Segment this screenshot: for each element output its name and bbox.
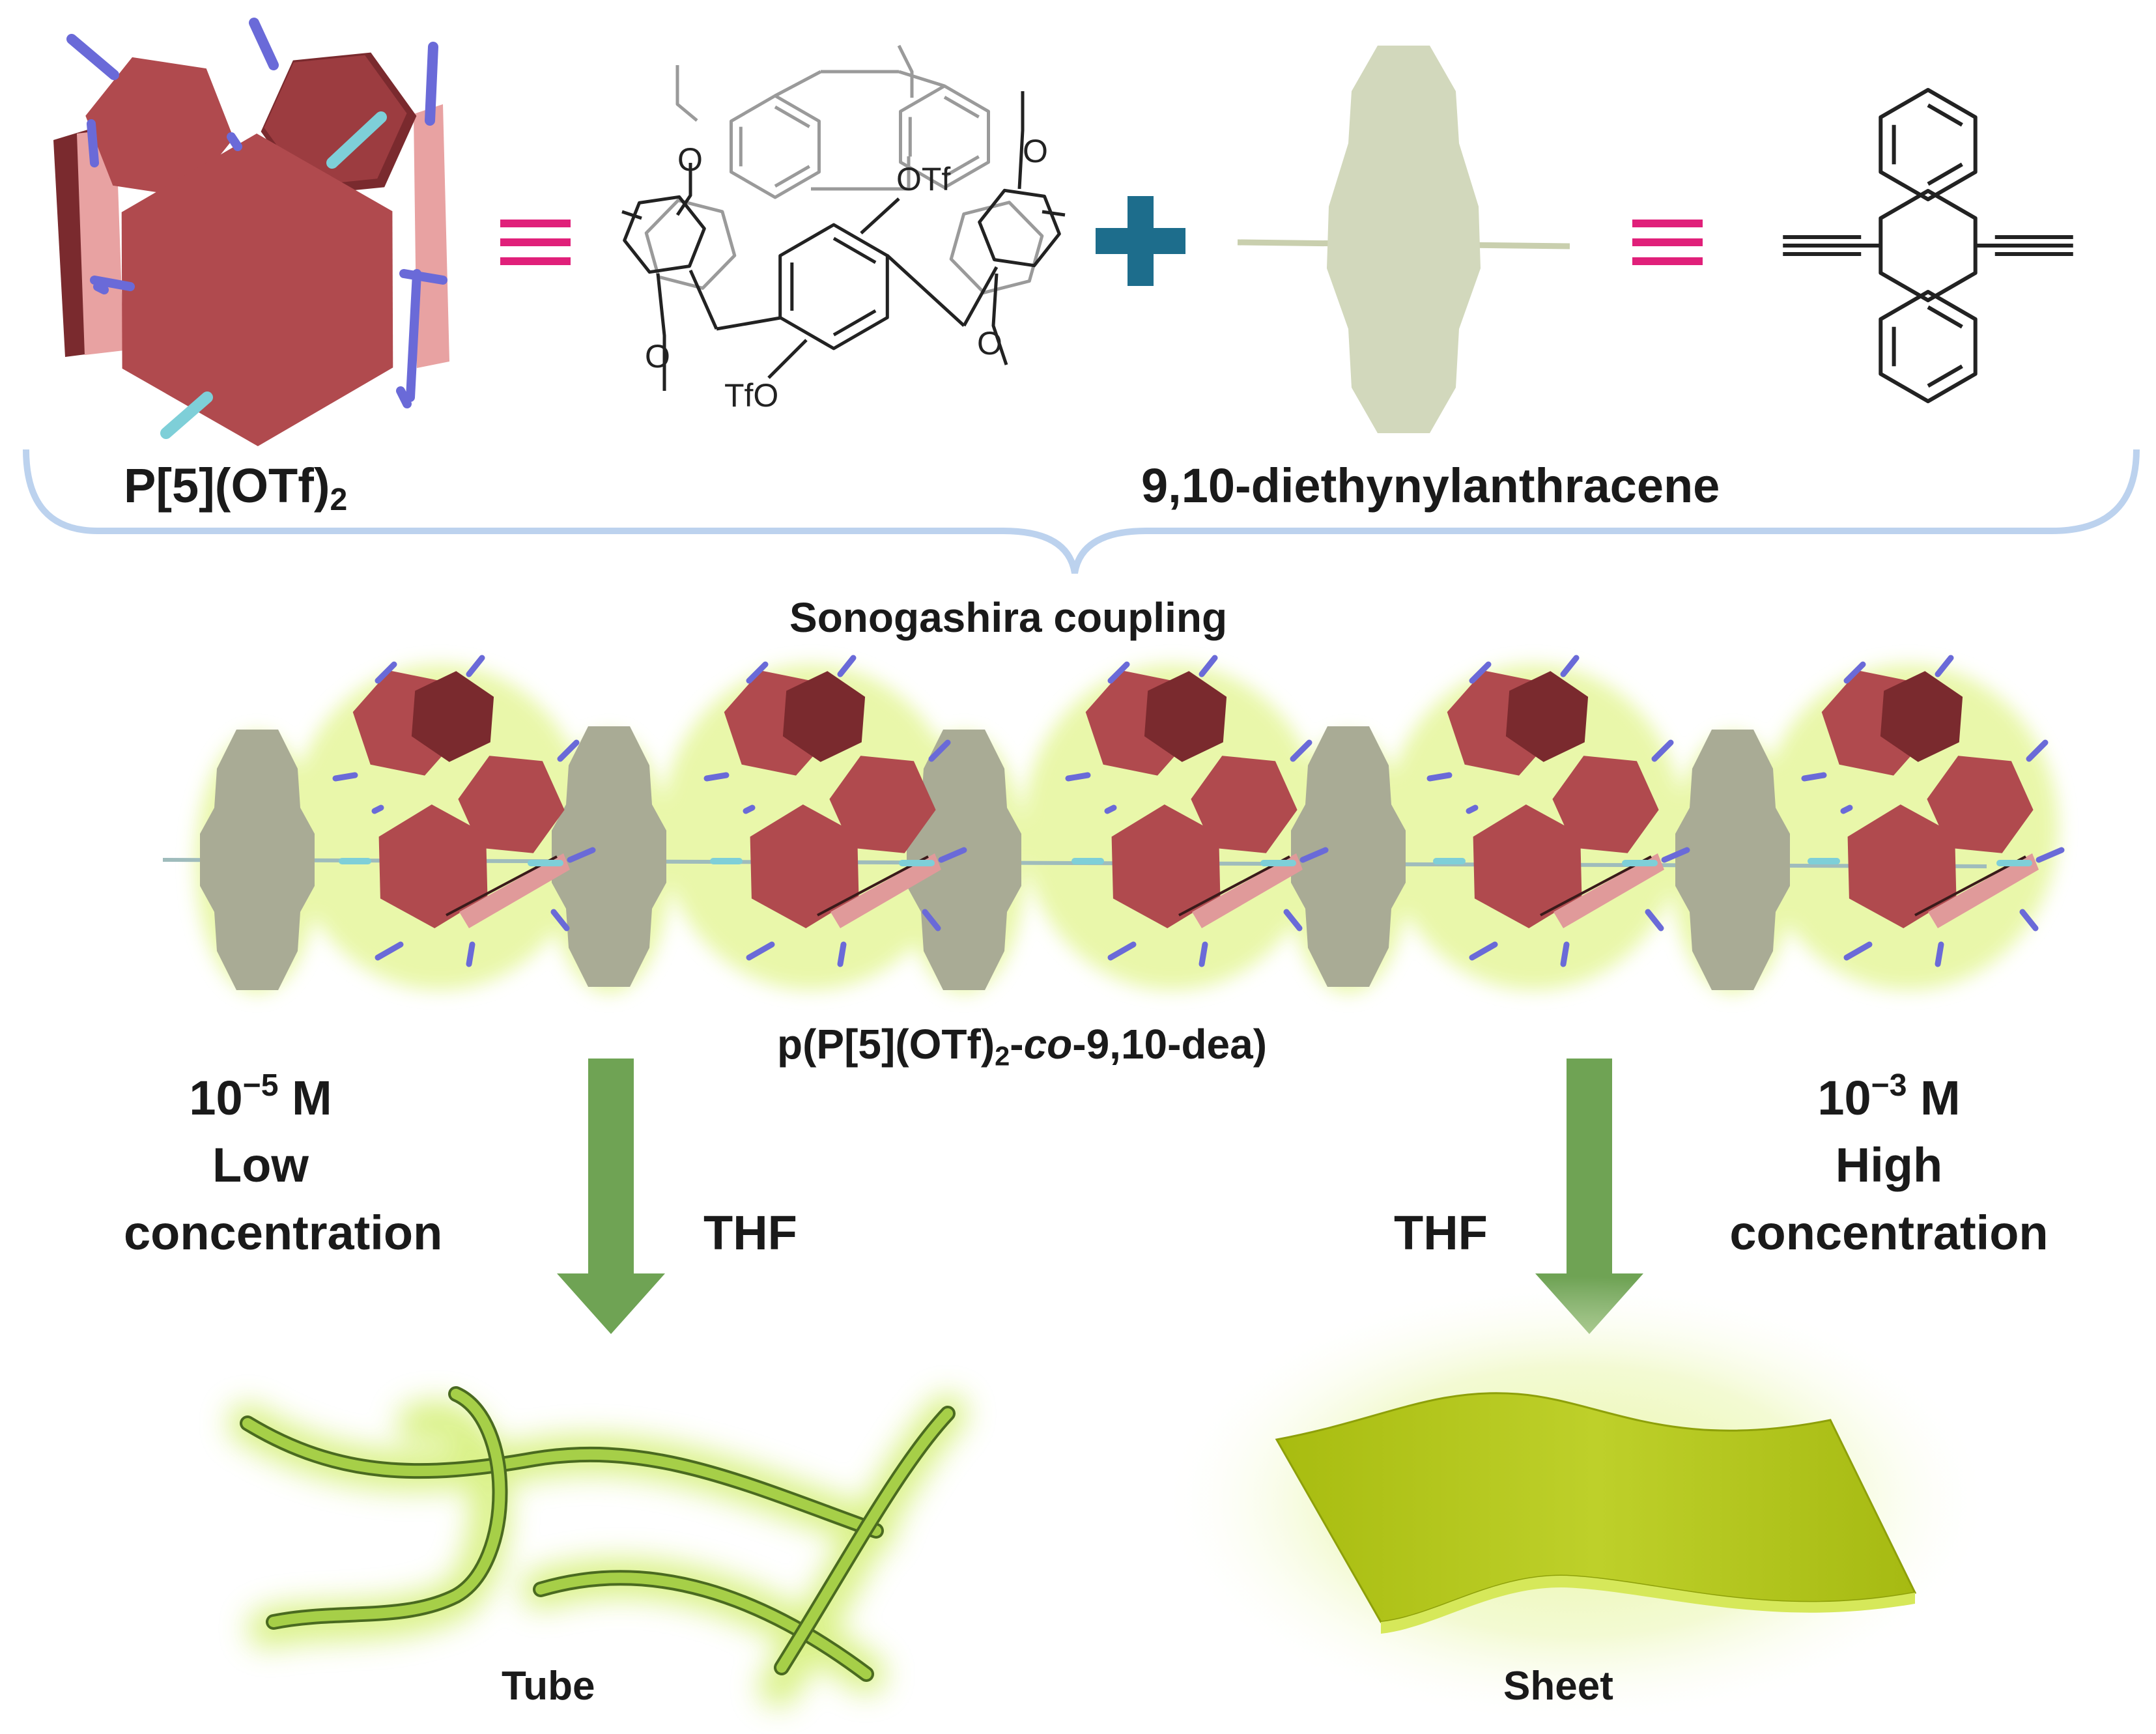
polymer-label: p(P[5](OTf)2-co-9,10-dea): [777, 1021, 1267, 1071]
otf-upper-label: OTf: [896, 161, 951, 197]
right-concentration-unit: M: [1907, 1070, 1961, 1125]
left-concentration-word: concentration: [124, 1206, 443, 1260]
polymer-label-sub: 2: [995, 1040, 1010, 1072]
right-concentration-exp: −3: [1871, 1068, 1907, 1103]
left-concentration-base: 10: [189, 1070, 243, 1125]
polymer-label-suffix: -9,10-dea): [1072, 1021, 1268, 1068]
methoxy-o-label-2: O: [645, 338, 670, 375]
sheet-label: Sheet: [1503, 1664, 1613, 1709]
polymer-label-co: co: [1023, 1021, 1073, 1068]
grouping-brace: [23, 449, 2140, 574]
left-concentration: 10−5 M: [130, 1068, 391, 1125]
macrocycle-label-sub: 2: [330, 482, 348, 518]
right-level: High: [1835, 1138, 1943, 1192]
right-solvent: THF: [1394, 1206, 1488, 1260]
methoxy-o-label-1: O: [677, 141, 703, 178]
coupling-label: Sonogashira coupling: [789, 594, 1228, 641]
macrocycle-label-main: P[5](OTf): [124, 459, 330, 513]
left-solvent: THF: [703, 1206, 797, 1260]
left-level: Low: [212, 1138, 309, 1192]
right-concentration-word: concentration: [1729, 1206, 2049, 1260]
sheet-product: [1159, 1277, 1993, 1726]
anthracene-structure: [1783, 88, 2073, 403]
left-concentration-exp: −5: [242, 1068, 279, 1103]
plus-icon: [1096, 196, 1185, 286]
polymer-chain: [162, 655, 2065, 993]
right-concentration-base: 10: [1817, 1070, 1871, 1125]
tube-label: Tube: [502, 1664, 595, 1709]
methoxy-o-label-4: O: [977, 325, 1002, 362]
anthracene-cartoon: [1237, 46, 1570, 433]
methoxy-o-label-3: O: [1023, 133, 1048, 169]
tube-product: [228, 1386, 967, 1707]
equivalence-sign-left: [500, 220, 571, 265]
otf-lower-label: TfO: [724, 377, 779, 414]
macrocycle-label: P[5](OTf)2: [124, 459, 347, 517]
pillararene-structure: [621, 44, 1066, 391]
polymer-label-dash: -: [1010, 1021, 1024, 1068]
equivalence-sign-right: [1632, 220, 1703, 265]
right-concentration: 10−3 M: [1746, 1068, 2032, 1125]
polymer-label-prefix: p(P[5](OTf): [777, 1021, 995, 1068]
left-concentration-unit: M: [278, 1070, 332, 1125]
linker-label: 9,10-diethynylanthracene: [1141, 459, 1720, 513]
arrow-left: [557, 1059, 665, 1334]
pillararene-cartoon: [53, 18, 449, 446]
